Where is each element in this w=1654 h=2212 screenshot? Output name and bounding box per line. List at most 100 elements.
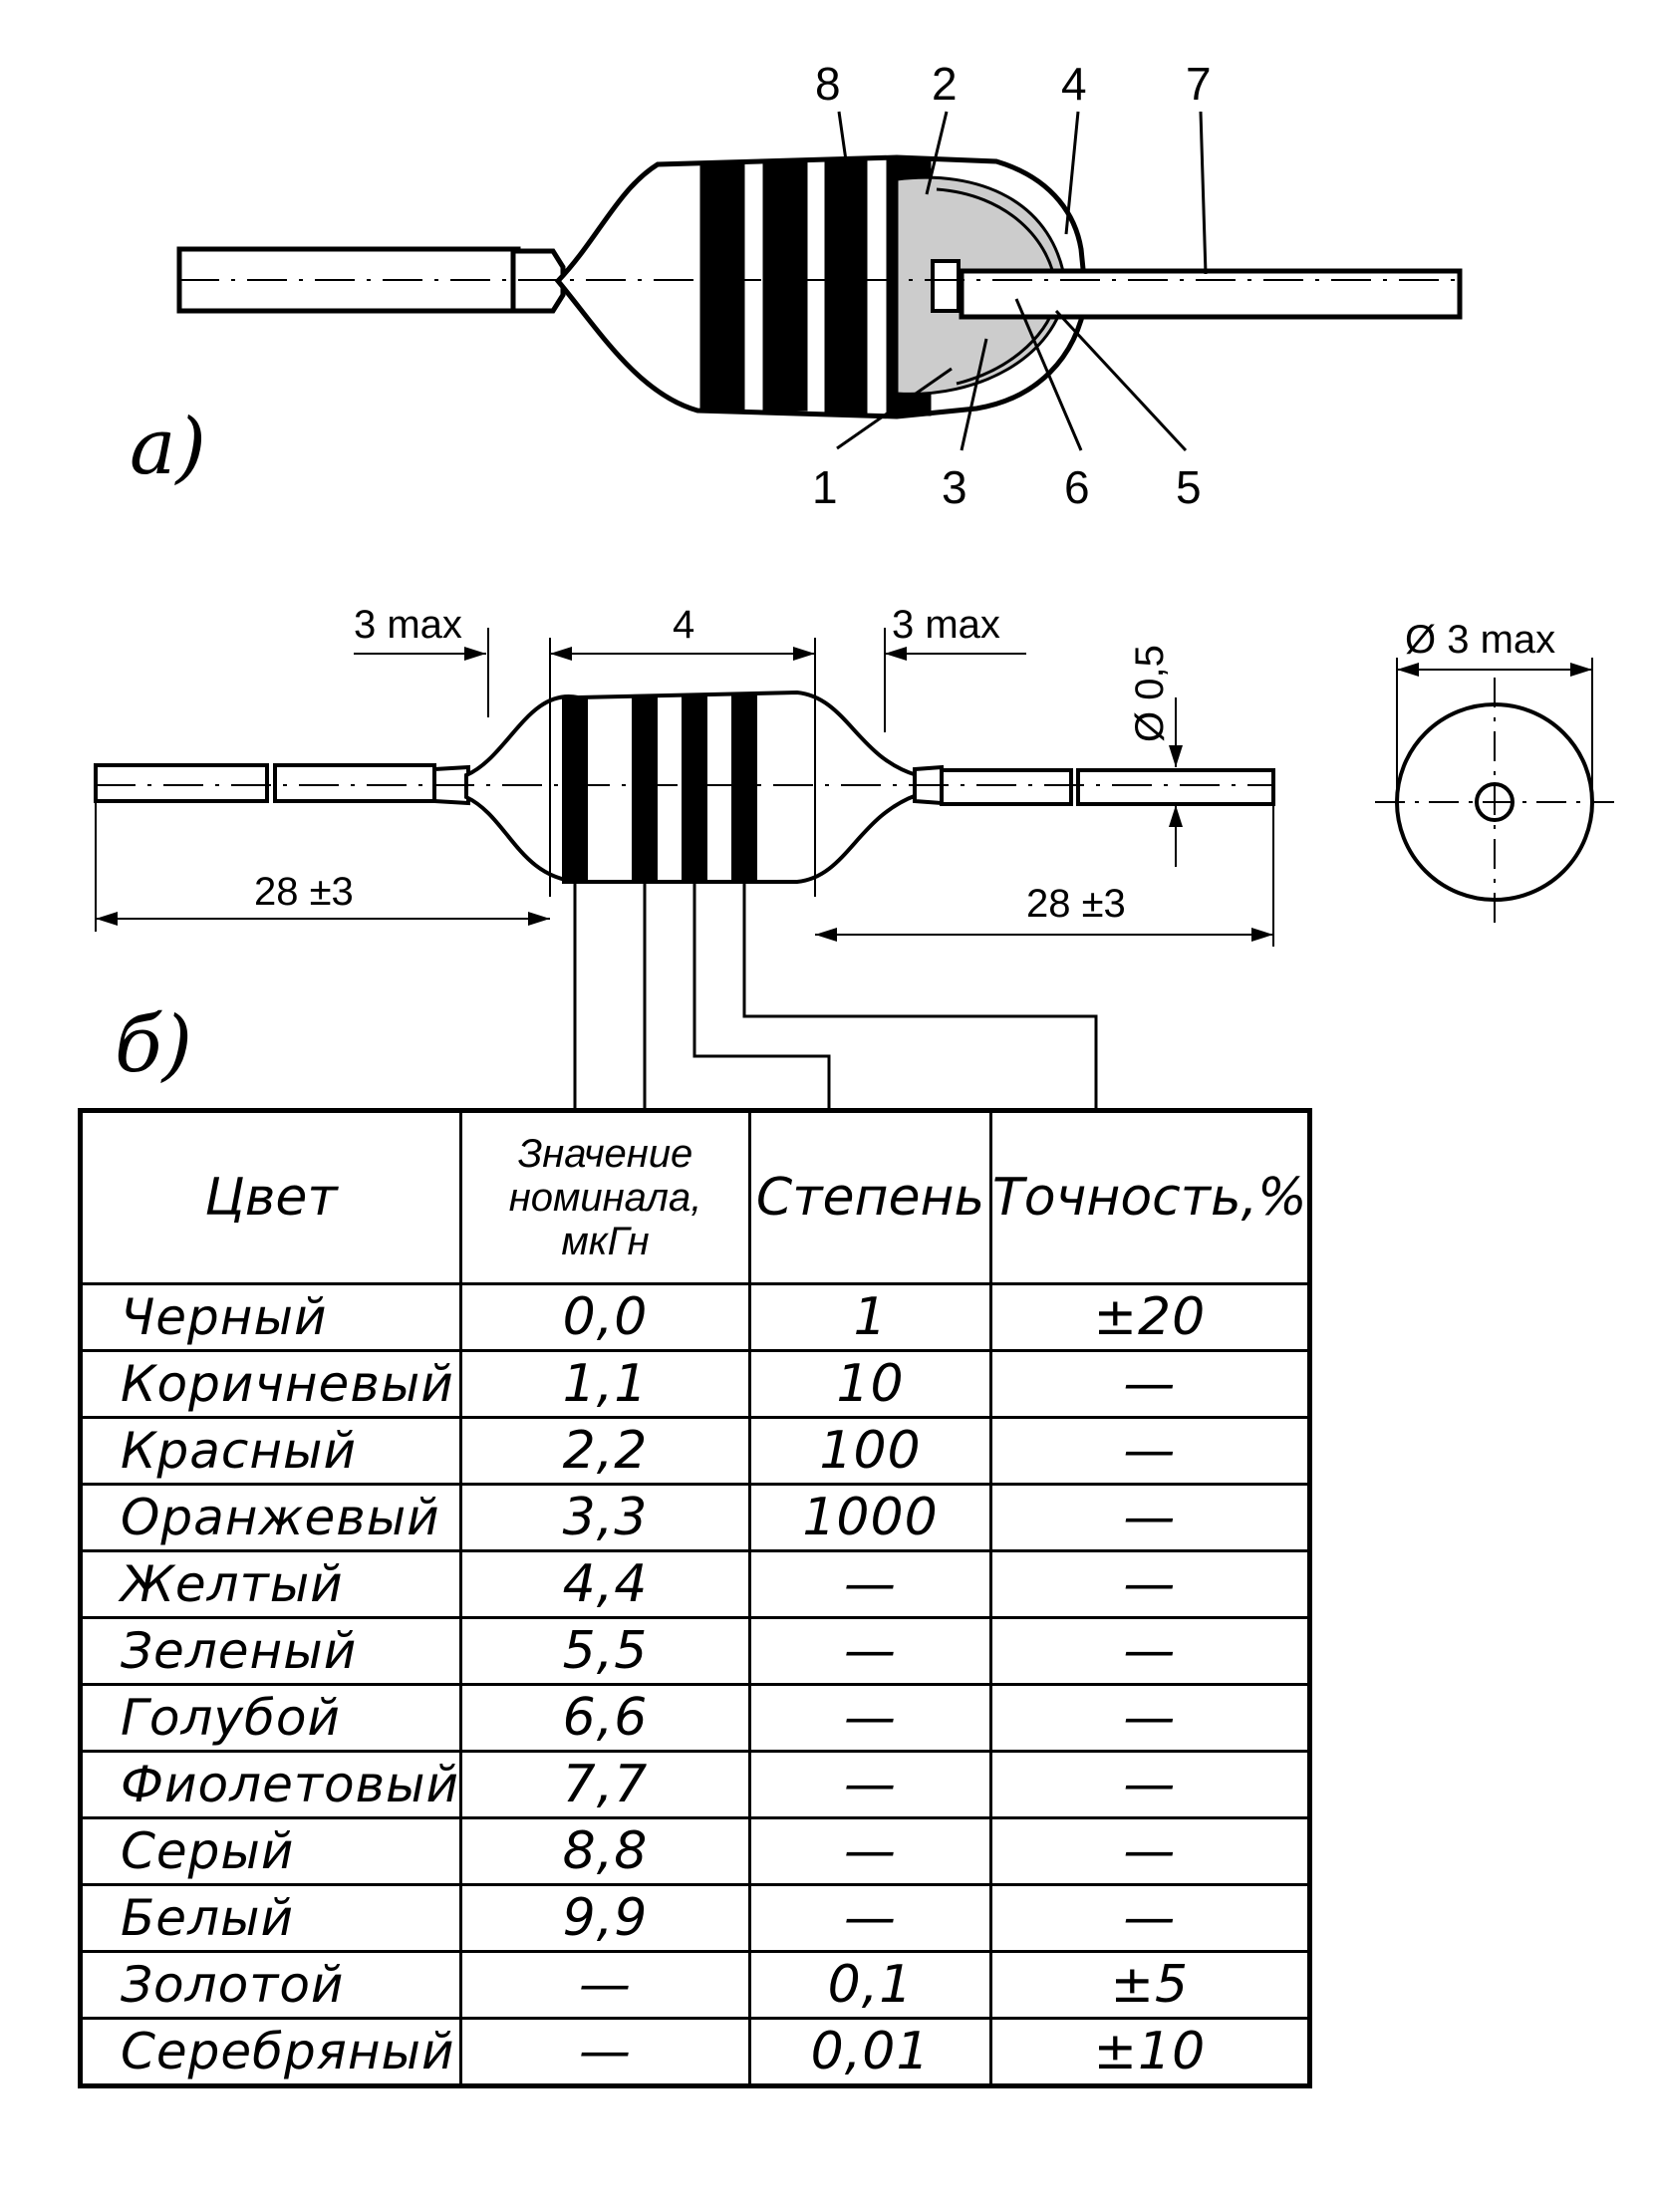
dim-lead-right-label: 28 ±3 — [1026, 882, 1126, 926]
cell-tolerance: — — [989, 1549, 1311, 1619]
band-1-b — [562, 695, 588, 884]
header-value-line-2: номинала, — [508, 1176, 702, 1220]
lead-right-b-2 — [1076, 768, 1275, 806]
cell-color: Серый — [78, 1816, 463, 1886]
callout-6: 6 — [1064, 461, 1090, 513]
core-insert-a — [931, 259, 961, 313]
cell-value: 3,3 — [459, 1483, 752, 1552]
cell-power: 0,01 — [748, 2017, 993, 2087]
cell-color: Оранжевый — [78, 1483, 463, 1552]
lead-right-b-1 — [940, 768, 1073, 806]
cell-value: — — [459, 1950, 752, 2020]
header-tolerance: Точность,% — [989, 1109, 1311, 1285]
cell-tolerance: — — [989, 1483, 1311, 1552]
cell-value: 9,9 — [459, 1883, 752, 1953]
cell-color: Желтый — [78, 1549, 463, 1619]
dim-lead-diameter-label: Ø 0,5 — [1128, 645, 1172, 742]
cell-tolerance: ±20 — [989, 1282, 1311, 1352]
band-4-b — [731, 693, 757, 884]
cell-tolerance: — — [989, 1416, 1311, 1486]
dim-body-label: 4 — [673, 603, 694, 647]
figure-a-label: а) — [130, 403, 206, 492]
cell-power: — — [748, 1883, 993, 1953]
cell-power: 100 — [748, 1416, 993, 1486]
band-2-a — [762, 161, 808, 412]
header-power: Степень — [748, 1109, 993, 1285]
cell-value: 7,7 — [459, 1750, 752, 1819]
band-1-a — [699, 161, 745, 412]
leader-4 — [1064, 111, 1080, 235]
leader-2 — [925, 111, 949, 195]
leader-1 — [836, 367, 953, 450]
lead-right-a — [959, 268, 1463, 320]
cell-color: Красный — [78, 1416, 463, 1486]
cell-tolerance: — — [989, 1616, 1311, 1686]
band-3-connector — [692, 882, 831, 1111]
cell-color: Белый — [78, 1883, 463, 1953]
cell-color: Зеленый — [78, 1616, 463, 1686]
header-value-line-3: мкГн — [561, 1220, 650, 1263]
arrow-lead-dia-top — [1169, 745, 1183, 767]
callout-4: 4 — [1061, 58, 1087, 110]
band-2-b — [632, 695, 658, 884]
header-value-line-1: Значение — [517, 1132, 693, 1176]
cell-value: 2,2 — [459, 1416, 752, 1486]
table-row: Золотой—0,1±5 — [78, 1950, 1311, 2020]
leader-6 — [1014, 298, 1083, 451]
callout-5: 5 — [1176, 461, 1202, 513]
arrow-lead-left-b — [528, 912, 550, 926]
table-row: Серебряный—0,01±10 — [78, 2017, 1311, 2087]
cell-value: 6,6 — [459, 1683, 752, 1753]
cell-value: 8,8 — [459, 1816, 752, 1886]
cell-tolerance: ±5 — [989, 1950, 1311, 2020]
callout-7: 7 — [1186, 58, 1212, 110]
arrow-body-left — [550, 647, 572, 661]
cell-power: 0,1 — [748, 1950, 993, 2020]
header-color: Цвет — [78, 1109, 463, 1285]
arrow-lead-left-a — [96, 912, 118, 926]
cell-value: 5,5 — [459, 1616, 752, 1686]
arrow-end-right — [1570, 663, 1592, 677]
arrow-3max-right — [885, 647, 907, 661]
cell-power: — — [748, 1616, 993, 1686]
cell-color: Фиолетовый — [78, 1750, 463, 1819]
callout-8: 8 — [815, 58, 841, 110]
figure-b-text: 3 max 4 3 max Ø 0,5 28 ±3 28 ±3 Ø 3 max … — [115, 603, 1555, 1090]
cell-value: 1,1 — [459, 1349, 752, 1419]
color-code-table: Цвет Значение номинала, мкГн Степень Точ… — [78, 1108, 1312, 2088]
arrow-lead-right-a — [815, 928, 837, 942]
cell-tolerance: — — [989, 1816, 1311, 1886]
band-3-b — [682, 693, 707, 884]
lead-left-b-2 — [273, 763, 436, 803]
cell-power: 10 — [748, 1349, 993, 1419]
lead-left-b-1 — [94, 763, 269, 803]
figure-a-text: 8 2 4 7 1 3 6 5 а) — [130, 58, 1212, 513]
leader-3 — [960, 338, 988, 451]
cell-tolerance: — — [989, 1883, 1311, 1953]
band-3-a — [824, 159, 868, 415]
leader-7 — [1199, 111, 1208, 275]
figure-b — [94, 628, 1614, 1111]
cell-color: Золотой — [78, 1950, 463, 2020]
callout-3: 3 — [942, 461, 967, 513]
cell-power: — — [748, 1750, 993, 1819]
arrow-lead-dia-bottom — [1169, 805, 1183, 827]
cell-color: Голубой — [78, 1683, 463, 1753]
figure-b-label: б) — [115, 1000, 192, 1090]
arrow-lead-right-b — [1251, 928, 1273, 942]
arrow-3max-left — [464, 647, 486, 661]
cell-tolerance: — — [989, 1750, 1311, 1819]
cell-color: Серебряный — [78, 2017, 463, 2087]
cell-power: 1000 — [748, 1483, 993, 1552]
dim-end-diameter-label: Ø 3 max — [1405, 618, 1555, 662]
leader-5 — [1054, 309, 1188, 452]
arrow-body-right — [793, 647, 815, 661]
